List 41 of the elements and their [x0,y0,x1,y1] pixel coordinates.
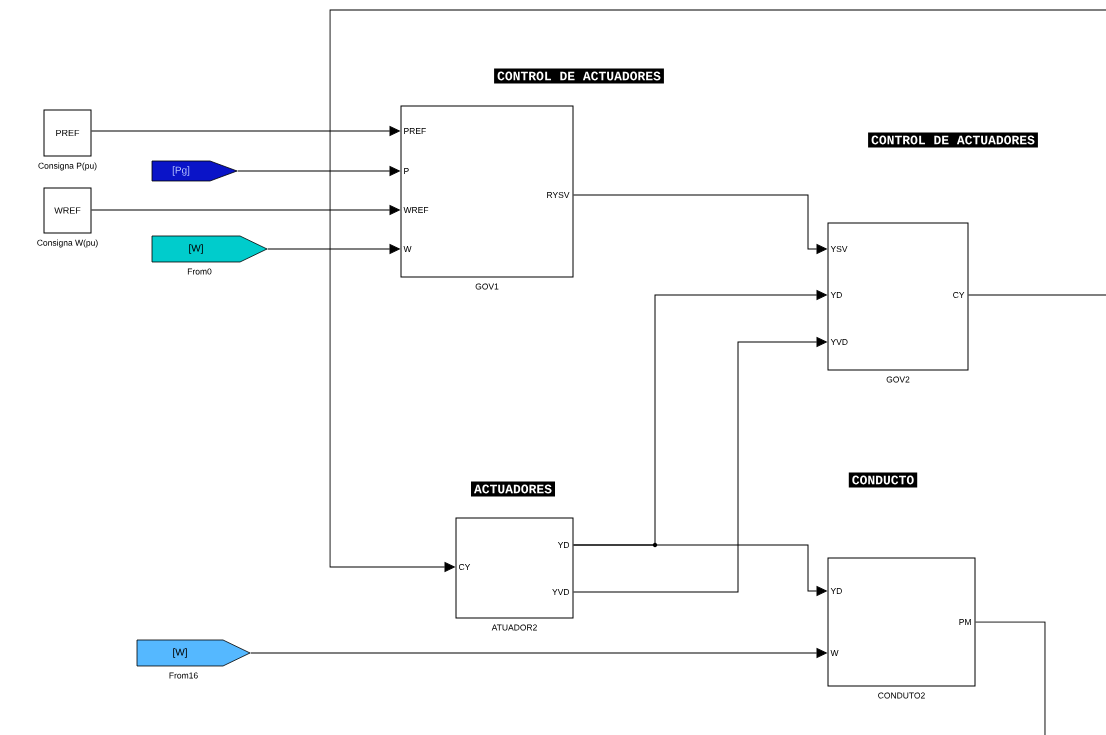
connector-arrow [329,9,1106,572]
port-label: WREF [403,207,429,213]
connector-arrow [573,194,827,254]
connector-arrow [91,126,400,136]
port-label: W [403,246,412,252]
port-label: YD [557,542,570,548]
port-label: PM [959,619,971,625]
connector-arrow [250,648,827,658]
connector-arrow [237,166,400,176]
block-caption: GOV2 [886,376,910,383]
port-label: YSV [830,246,848,252]
port-label: RYSV [547,192,570,198]
block-caption: ATUADOR2 [491,624,537,631]
block-caption: GOV1 [475,283,499,290]
connector-arrow [573,337,827,593]
connector-arrow [267,244,400,254]
port-label: YVD [552,589,570,595]
connector-arrow [91,205,400,215]
port-label: YVD [830,339,848,345]
block-caption: CONDUTO2 [878,692,925,699]
port-label: W [830,650,839,656]
from-tag: [Pg] [151,160,238,182]
from-tag: [W] [136,639,251,667]
port-label: PREF [404,128,426,134]
port-label: YD [830,588,842,594]
port-label: CY [953,292,965,298]
section-banner: CONTROL DE ACTUADORES [494,68,664,84]
constant-block: PREF [43,109,92,157]
port-label: YD [830,292,842,298]
block-caption: From0 [187,268,212,275]
block-caption: From16 [169,672,198,679]
port-label: P [404,168,409,174]
block-caption: Consigna P(pu) [38,162,97,171]
section-banner: CONDUCTO [848,472,918,488]
constant-block: WREF [43,187,92,234]
block-caption: Consigna W(pu) [37,239,98,248]
section-banner: CONTROL DE ACTUADORES [868,132,1038,148]
from-tag: [W] [151,235,268,263]
connector-arrow [573,544,827,596]
port-label: CY [458,564,471,570]
section-banner: ACTUADORES [471,481,555,497]
